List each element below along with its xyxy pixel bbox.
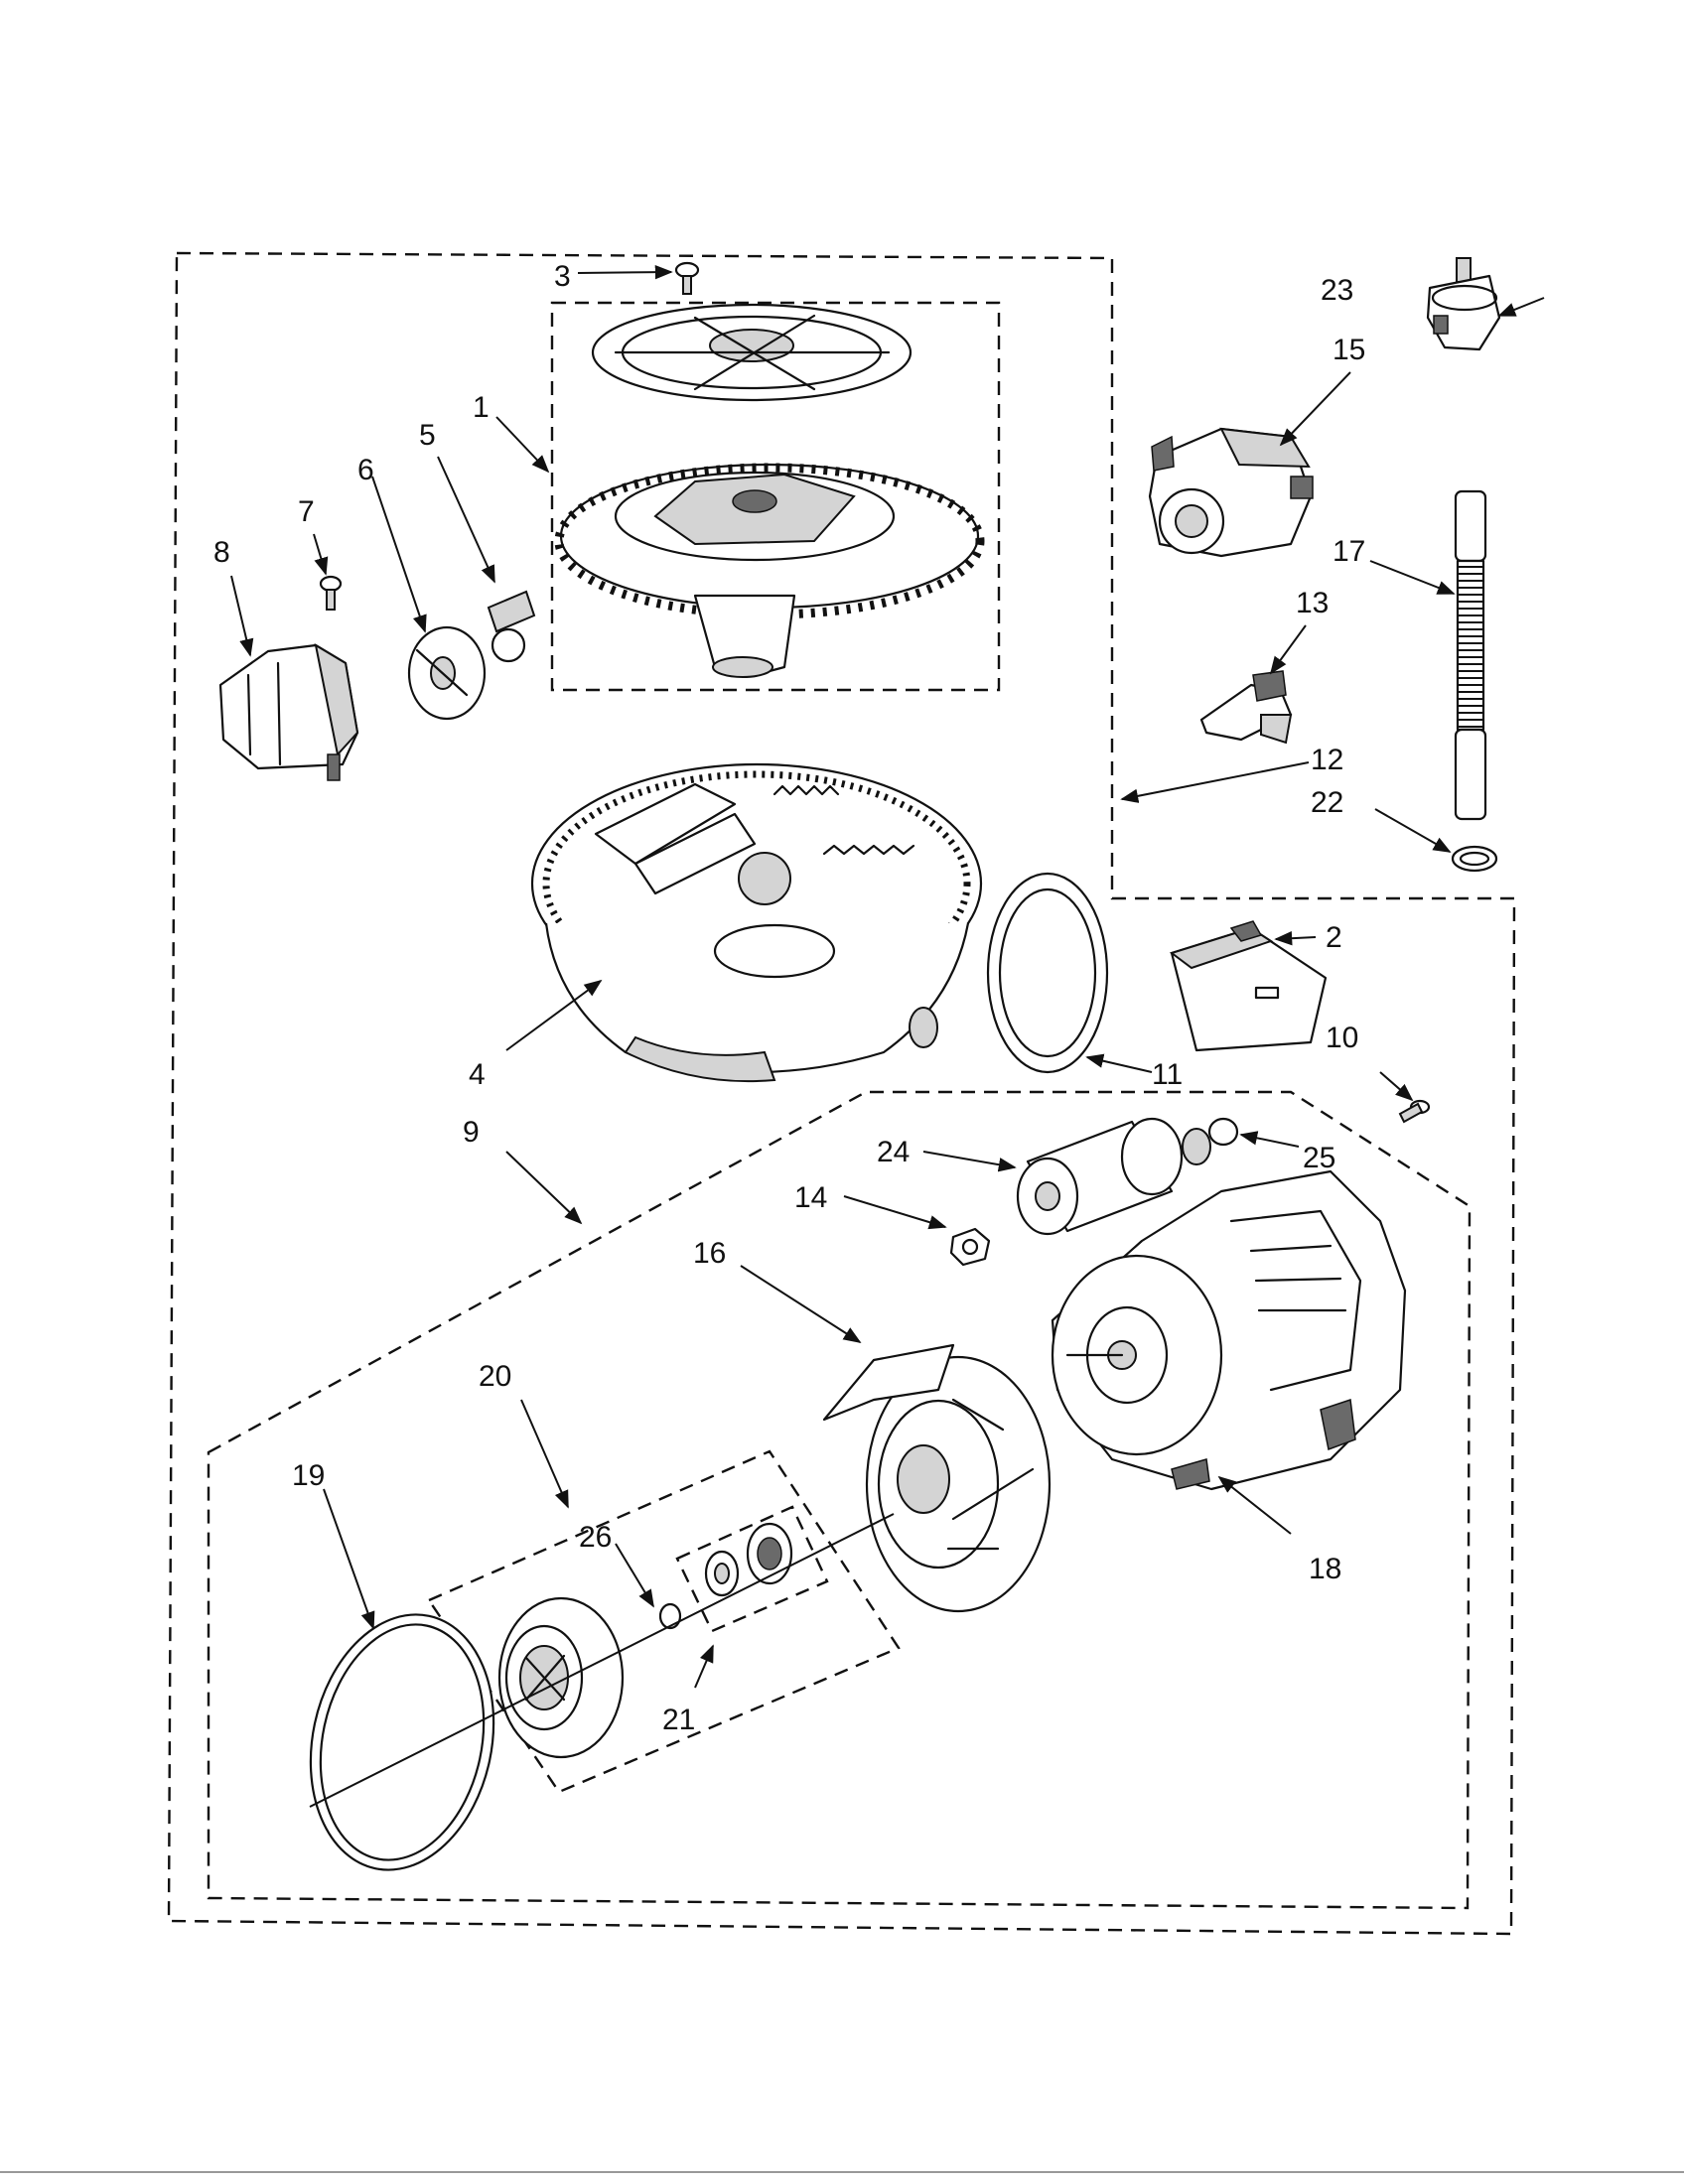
valve-part-23 [1426,257,1501,351]
sump-part-4 [530,762,983,1083]
screw-part-7 [319,575,343,611]
screw-part-3 [674,261,700,295]
plug-part-25 [1207,1117,1239,1147]
impeller-part-20 [497,1596,625,1759]
spray-arm-cover [591,303,912,402]
spray-arm-assembly-part-1 [554,463,985,678]
callout-9: 9 [463,1116,480,1149]
callout-22: 22 [1311,786,1343,819]
callout-6: 6 [357,454,374,486]
callout-3: 3 [554,260,571,293]
callout-7: 7 [298,495,315,528]
assembly-axis-line [309,1513,895,1808]
callout-26: 26 [579,1521,612,1554]
capacitor-part-24 [1016,1117,1211,1236]
callout-1: 1 [473,391,490,424]
seal-part-21 [704,1522,793,1597]
callout-2: 2 [1326,921,1342,954]
callout-5: 5 [419,419,436,452]
screw-part-10 [1398,1099,1431,1124]
callout-10: 10 [1326,1022,1358,1054]
nut-part-14 [949,1227,991,1267]
pump-housing-part-16 [822,1343,1052,1613]
callout-19: 19 [292,1459,325,1492]
callout-12: 12 [1311,744,1343,776]
motor-part-18 [1051,1169,1407,1491]
bracket-part-13 [1199,670,1293,745]
callout-24: 24 [877,1136,910,1168]
washer-part-26 [658,1602,682,1630]
callout-20: 20 [479,1360,511,1393]
callout-13: 13 [1296,587,1329,619]
callout-14: 14 [794,1181,827,1214]
callout-23: 23 [1321,274,1353,307]
callout-21: 21 [662,1704,695,1736]
gear-teeth-ring [554,463,985,619]
seal-group-outline [675,1505,829,1633]
cover-part-2 [1169,920,1328,1052]
callout-25: 25 [1303,1142,1335,1174]
callout-11: 11 [1152,1058,1183,1091]
callout-17: 17 [1333,535,1365,568]
gasket-part-11 [986,872,1109,1074]
leader-lines [230,264,1545,1689]
pump-motor-group-outline [207,1090,1472,1910]
callout-4: 4 [469,1058,486,1091]
spray-arm-group-outline [550,301,1001,692]
housing-cover-part-8 [218,642,359,781]
callout-8: 8 [213,536,230,569]
diverter-disc-part-6 [407,625,487,721]
sump-spring [772,784,840,796]
clamp-part-22 [1451,845,1498,873]
callout-16: 16 [693,1237,726,1270]
callout-15: 15 [1333,334,1365,366]
clip-part-5 [487,590,536,663]
callout-18: 18 [1309,1553,1341,1585]
drain-pump-part-15 [1148,427,1314,558]
callout-labels: 3 1 23 15 5 6 7 8 17 13 12 22 2 4 11 10 … [213,260,1365,1736]
o-ring-part-19 [309,1613,495,1871]
drain-hose-part-17 [1454,489,1487,821]
